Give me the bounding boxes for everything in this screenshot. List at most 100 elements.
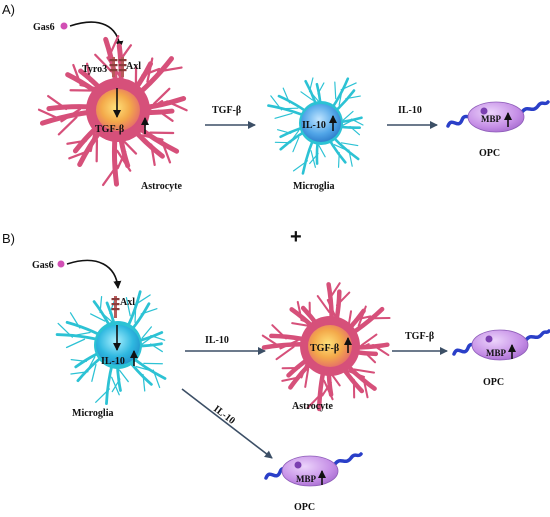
microA-branch: [317, 82, 325, 95]
astroB-branch: [300, 361, 309, 379]
astroB-branch: [371, 344, 390, 357]
axl-label-a: Axl: [126, 61, 141, 72]
microB-branch: [86, 356, 96, 372]
microB-branch: [118, 369, 129, 383]
microA-branch: [300, 91, 314, 101]
microB-branch: [69, 312, 81, 329]
astroB-branch: [353, 368, 376, 374]
tgfb-marker-a: TGF-β: [95, 124, 124, 135]
astroB-branch: [316, 295, 331, 314]
tgfb-marker-b: TGF-β: [310, 343, 339, 354]
astroA-branch: [37, 108, 63, 122]
il10-arrow-label-b: IL-10: [205, 335, 229, 346]
gas6-label-a: Gas6: [33, 22, 55, 33]
microA-branch: [342, 110, 354, 121]
microB-branch: [141, 326, 153, 339]
microA-branch: [308, 77, 314, 93]
microB-branch: [134, 305, 137, 323]
microA-branch: [350, 118, 364, 126]
astroB-branch: [304, 367, 310, 388]
microB-branch: [134, 294, 151, 306]
il10-arrow-label-b2: IL-10: [211, 404, 237, 427]
il10-marker-a: IL-10: [302, 120, 326, 131]
astroB-branch: [360, 333, 378, 347]
astroA-branch: [107, 35, 120, 59]
astrocyte-label-b: Astrocyte: [292, 401, 333, 412]
astroA-branch: [68, 149, 91, 160]
astroB-branch: [354, 315, 372, 321]
microA-branch: [340, 82, 357, 91]
microglia-label-a: Microglia: [293, 181, 334, 192]
opc-label-a: OPC: [479, 148, 500, 159]
astroA-branch: [101, 164, 119, 187]
astroA-branch: [122, 139, 138, 155]
microB-branch: [111, 378, 121, 393]
microB-branch: [70, 358, 87, 363]
astroA-branch: [116, 149, 132, 172]
microB-branch: [152, 369, 161, 389]
astrocyte-nucleus-b: [308, 325, 352, 367]
microB-branch: [111, 376, 120, 396]
microA-branch: [309, 152, 319, 165]
microA-branch: [290, 129, 300, 143]
mbp-marker-b2: MBP: [296, 474, 316, 484]
astroB-branch: [321, 381, 332, 397]
microA-branch: [310, 91, 320, 103]
astroB-branch: [279, 339, 299, 350]
astroB-branch: [363, 350, 377, 364]
microB-branch: [140, 308, 158, 315]
astroA-branch: [94, 53, 113, 73]
opc-cell-a: [446, 100, 550, 133]
opc-label-b2: OPC: [294, 502, 315, 513]
microA-branch: [349, 125, 361, 136]
astroB-branch: [281, 376, 302, 382]
tyro3-label: Tyro3: [82, 64, 107, 75]
gas6-dot-a: [60, 22, 68, 30]
microB-branch: [90, 313, 106, 322]
astroB-branch: [323, 379, 334, 401]
astroA-branch: [79, 83, 99, 90]
astroB-branch: [335, 291, 351, 307]
gas6-binding-arrow-b: [66, 259, 122, 289]
microB-branch: [125, 296, 131, 317]
astroB-branch: [346, 369, 366, 378]
microB-branch: [100, 312, 113, 323]
astroB-branch: [261, 334, 282, 349]
receptor-axl-a: [118, 57, 127, 77]
microB-branch: [91, 363, 97, 382]
astroA-branch: [157, 109, 174, 122]
panel-b-label: B): [2, 231, 15, 246]
microB-branch: [65, 338, 86, 349]
microA-branch: [270, 95, 283, 111]
astroB-branch: [306, 392, 323, 409]
microA-branch: [334, 81, 337, 100]
microA-branch: [337, 151, 340, 168]
microglia-label-b: Microglia: [72, 408, 113, 419]
receptor-tyro3-a: [109, 57, 118, 77]
arrow-microglia-to-opc-b2: [181, 388, 273, 459]
astroA-branch: [72, 63, 82, 85]
astroA-branch: [66, 139, 88, 145]
microA-branch: [345, 95, 361, 100]
microA-branch: [277, 129, 292, 134]
microA-branch: [348, 149, 353, 167]
astroB-branch: [291, 322, 310, 327]
microB-branch: [70, 371, 89, 375]
astroA-branch: [57, 116, 78, 136]
opc-cell-b2: [264, 452, 363, 487]
astroA-branch: [141, 67, 161, 77]
astroB-branch: [275, 345, 295, 361]
astroA-branch: [85, 62, 92, 82]
microB-branch: [150, 334, 166, 341]
astroB-branch: [327, 282, 341, 301]
mbp-marker-b1: MBP: [486, 348, 506, 358]
mbp-marker-a: MBP: [481, 114, 501, 124]
tgfb-arrow-label-b: TGF-β: [405, 331, 434, 342]
astrocyte-label-a: Astrocyte: [141, 181, 182, 192]
astroA-branch: [152, 87, 171, 105]
microA-branch: [340, 142, 359, 147]
astroB-branch: [357, 305, 367, 327]
astroB-branch: [296, 300, 303, 320]
